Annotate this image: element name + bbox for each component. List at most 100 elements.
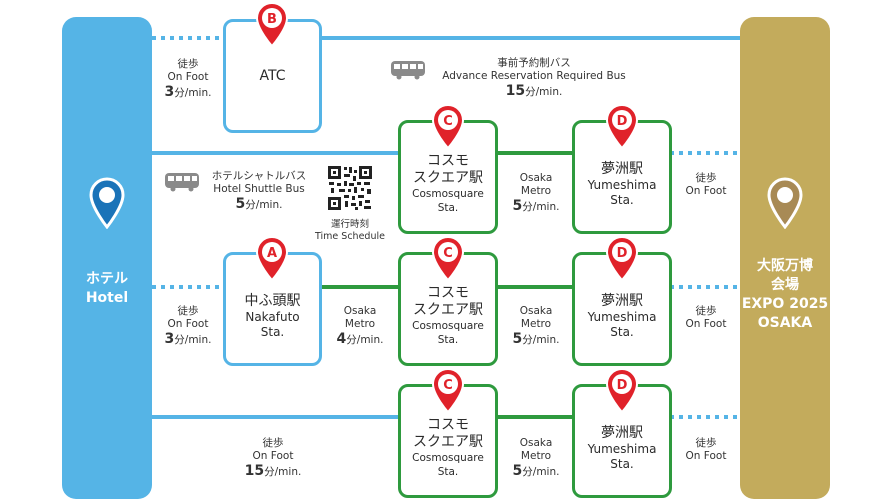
walk-label-yume-expo-1: 徒歩 On Foot [672, 172, 740, 198]
yumeshima-station-node-3: 夢洲駅 Yumeshima Sta. [572, 384, 672, 498]
bus-icon-2 [165, 173, 199, 192]
pin-c-letter: C [443, 378, 453, 393]
nakafuto-en2: Sta. [260, 324, 285, 339]
pin-d-icon-3: D [605, 368, 639, 414]
minutes-value: 5 [512, 198, 523, 214]
minutes-unit: 分/min. [522, 201, 560, 213]
minutes-unit: 分/min. [525, 86, 563, 98]
qr-code-icon[interactable] [327, 165, 373, 211]
metro-l2: Metro [520, 318, 552, 330]
pin-b-icon: B [255, 2, 289, 48]
metro-l1: Osaka [519, 172, 553, 184]
cosmo-en1: Cosmosquare [412, 452, 484, 464]
shuttle-bus-en: Hotel Shuttle Bus [213, 183, 305, 195]
pin-c-letter: C [443, 246, 453, 261]
walk-ja: 徒歩 [262, 437, 284, 449]
metro-l1: Osaka [519, 305, 553, 317]
nakafuto-ja: 中ふ頭駅 [244, 292, 301, 309]
reserve-bus-en: Advance Reservation Required Bus [442, 70, 626, 82]
pin-d-letter: D [617, 114, 628, 129]
pin-a-icon: A [255, 236, 289, 282]
walk-en: On Foot [252, 450, 294, 462]
hotel-location-pin-icon [89, 177, 125, 229]
yume-en1: Yumeshima [587, 309, 657, 324]
minutes-value: 5 [512, 463, 523, 479]
walk-ja: 徒歩 [177, 305, 199, 317]
walk-ja: 徒歩 [177, 58, 199, 70]
cosmo-en2: Sta. [437, 466, 459, 478]
reserve-bus-ja: 事前予約制バス [497, 57, 571, 69]
minutes-value: 3 [164, 84, 175, 100]
metro-l2: Metro [344, 318, 376, 330]
time-schedule-label[interactable]: 運行時刻 Time Schedule [305, 219, 395, 243]
yume-en2: Sta. [610, 456, 634, 471]
yume-ja: 夢洲駅 [601, 160, 643, 177]
expo-label-ja1: 大阪万博 [757, 258, 813, 274]
cosmo-ja1: コスモ [427, 417, 469, 433]
walk-en: On Foot [685, 318, 727, 330]
minutes-value: 5 [512, 331, 523, 347]
minutes-unit: 分/min. [522, 334, 560, 346]
expo-label-en2: OSAKA [757, 315, 813, 331]
yume-en2: Sta. [610, 324, 634, 339]
schedule-ja: 運行時刻 [330, 219, 369, 230]
pin-b-letter: B [267, 12, 277, 27]
yume-en2: Sta. [610, 192, 634, 207]
pin-d-icon-1: D [605, 104, 639, 150]
hotel-column: ホテル Hotel [62, 17, 152, 499]
walk-en: On Foot [167, 318, 209, 330]
walk-ja: 徒歩 [695, 305, 717, 317]
cosmo-ja1: コスモ [427, 153, 469, 169]
yume-en1: Yumeshima [587, 441, 657, 456]
pin-c-icon-3: C [431, 368, 465, 414]
expo-venue-column: 大阪万博 会場 EXPO 2025 OSAKA [740, 17, 830, 499]
minutes-unit: 分/min. [522, 466, 560, 478]
cosmo-en1: Cosmosquare [412, 188, 484, 200]
yume-ja: 夢洲駅 [601, 424, 643, 441]
walk-3min-label-1: 徒歩 On Foot 3分/min. [152, 58, 224, 102]
pin-a-letter: A [267, 246, 277, 261]
walk-en: On Foot [167, 71, 209, 83]
walk-ja: 徒歩 [695, 437, 717, 449]
minutes-value: 15 [505, 83, 526, 99]
walk-en: On Foot [685, 185, 727, 197]
pin-c-icon-2: C [431, 236, 465, 282]
walk-ja: 徒歩 [695, 172, 717, 184]
cosmo-ja2: スクエア駅 [413, 302, 483, 318]
pin-c-icon-1: C [431, 104, 465, 150]
minutes-unit: 分/min. [174, 87, 212, 99]
minutes-value: 3 [164, 331, 175, 347]
schedule-en: Time Schedule [315, 231, 385, 242]
metro-4min-label: Osaka Metro 4分/min. [322, 305, 398, 349]
walk-3min-label-2: 徒歩 On Foot 3分/min. [152, 305, 224, 349]
minutes-value: 5 [235, 196, 246, 212]
nakafuto-en1: Nakafuto [245, 309, 300, 324]
reservation-bus-label: 事前予約制バス Advance Reservation Required Bus… [428, 57, 640, 101]
walk-15min-label: 徒歩 On Foot 15分/min. [228, 437, 318, 481]
minutes-unit: 分/min. [264, 466, 302, 478]
pin-d-letter: D [617, 378, 628, 393]
bus-icon-1 [391, 61, 425, 80]
hotel-label-ja: ホテル [86, 271, 128, 287]
pin-c-letter: C [443, 114, 453, 129]
minutes-value: 15 [244, 463, 265, 479]
expo-label-en1: EXPO 2025 [741, 296, 829, 312]
minutes-value: 4 [336, 331, 347, 347]
minutes-unit: 分/min. [174, 334, 212, 346]
cosmo-ja2: スクエア駅 [413, 434, 483, 450]
metro-l2: Metro [520, 185, 552, 197]
pin-d-icon-2: D [605, 236, 639, 282]
atc-label: ATC [259, 67, 286, 84]
walk-label-yume-expo-3: 徒歩 On Foot [672, 437, 740, 463]
walk-label-yume-expo-2: 徒歩 On Foot [672, 305, 740, 331]
metro-5min-label-1: Osaka Metro 5分/min. [498, 172, 574, 216]
cosmo-en1: Cosmosquare [412, 320, 484, 332]
expo-label-ja2: 会場 [771, 277, 799, 293]
hotel-label-en: Hotel [85, 290, 129, 306]
metro-l1: Osaka [519, 437, 553, 449]
metro-5min-label-2: Osaka Metro 5分/min. [498, 305, 574, 349]
cosmo-ja2: スクエア駅 [413, 170, 483, 186]
minutes-unit: 分/min. [346, 334, 384, 346]
minutes-unit: 分/min. [245, 199, 283, 211]
